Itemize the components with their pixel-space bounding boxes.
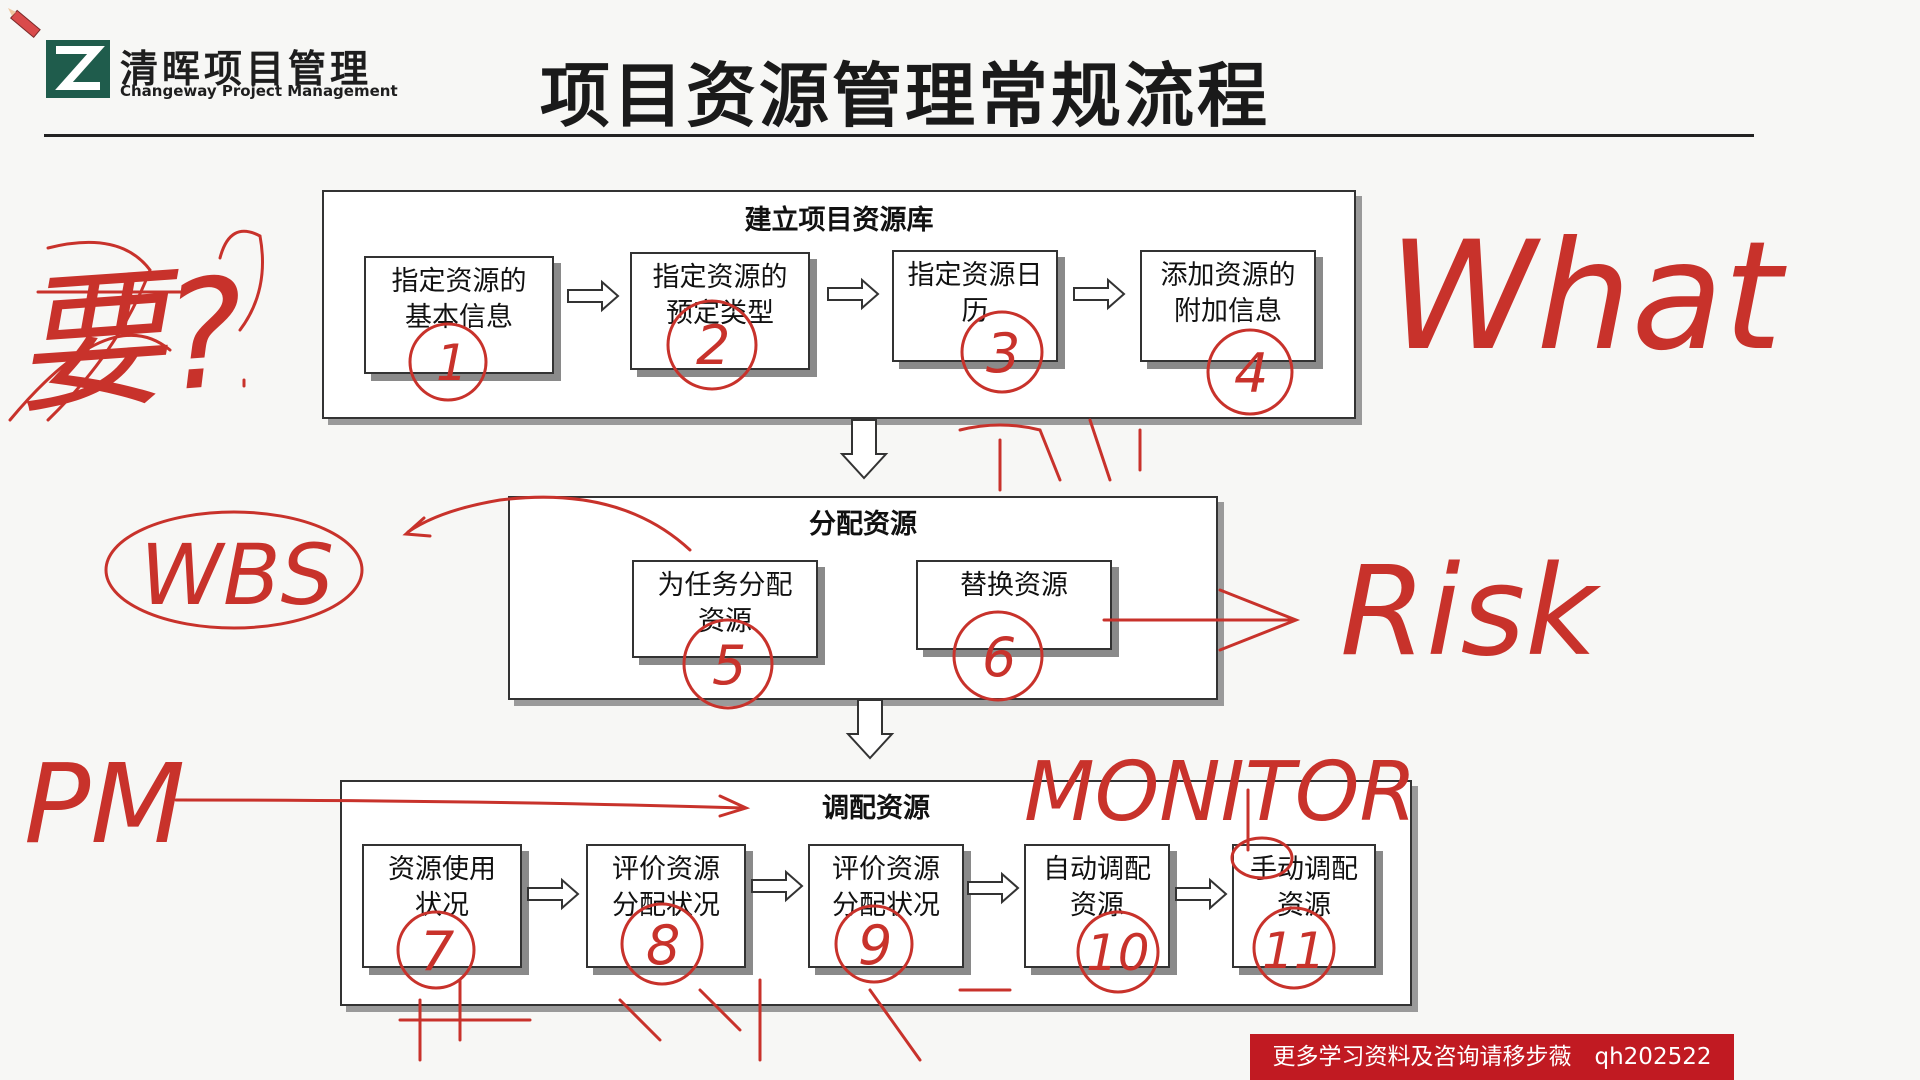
annotation-number: 6	[982, 626, 1016, 689]
step-label: 为任务分配	[657, 570, 793, 601]
group-title: 建立项目资源库	[744, 205, 934, 236]
annotation-what: What	[1388, 210, 1787, 384]
step-1: 指定资源的 基本信息	[364, 256, 554, 374]
step-6: 替换资源	[916, 560, 1112, 650]
step-8: 评价资源 分配状况	[586, 844, 746, 968]
step-10: 自动调配 资源	[1024, 844, 1170, 968]
annotation-arrow	[718, 794, 751, 818]
annotation-arrow	[1218, 588, 1301, 652]
step-label: 评价资源	[832, 854, 940, 885]
annotation-monitor: MONITOR	[1024, 745, 1416, 840]
annotation-scribble	[398, 978, 1012, 1062]
annotation-scribble	[218, 229, 264, 388]
annotation-circle	[1076, 910, 1160, 994]
annotation-number: 8	[646, 914, 680, 977]
annotation-number: 1	[436, 334, 468, 392]
annotation-circle	[1206, 328, 1294, 416]
group-assign-resources: 分配资源 为任务分配 资源 替换资源	[508, 496, 1218, 700]
header-divider	[44, 134, 1754, 137]
annotation-number: 10	[1086, 924, 1150, 982]
group-level-resources: 调配资源 资源使用 状况 评价资源 分配状况 评价资源 分配状况 自动调配 资源…	[340, 780, 1412, 1006]
step-label: 指定资源日	[907, 260, 1043, 291]
pencil-icon[interactable]	[4, 4, 44, 44]
annotation-number: 2	[696, 314, 730, 377]
annotation-circle	[104, 510, 364, 630]
annotation-circle	[960, 310, 1044, 394]
step-label: 资源	[1277, 890, 1331, 921]
logo-name: 清晖项目管理	[120, 47, 373, 91]
annotation-number: 4	[1234, 342, 1268, 405]
annotation-pm: PM	[24, 740, 185, 868]
annotation-wbs: WBS	[140, 526, 334, 624]
step-label: 基本信息	[405, 302, 513, 333]
step-11: 手动调配 资源	[1232, 844, 1376, 968]
step-5: 为任务分配 资源	[632, 560, 818, 658]
annotation-circle	[1230, 836, 1294, 880]
step-3: 指定资源日 历	[892, 250, 1058, 362]
annotation-circle	[396, 910, 476, 990]
step-2: 指定资源的 预定类型	[630, 252, 810, 370]
annotation-arrow	[402, 516, 432, 538]
group-title: 调配资源	[822, 793, 930, 824]
annotation-scribble	[958, 418, 1142, 492]
step-label: 评价资源	[612, 854, 720, 885]
step-label: 附加信息	[1174, 296, 1282, 327]
annotation-arrow	[406, 495, 692, 552]
group-title: 分配资源	[809, 509, 917, 540]
annotation-question: 要?	[8, 246, 249, 436]
annotation-circle	[834, 904, 914, 984]
group-build-resource-pool: 建立项目资源库 指定资源的 基本信息 指定资源的 预定类型 指定资源日 历 添加…	[322, 190, 1356, 419]
annotation-number: 7	[420, 920, 454, 983]
annotation-number: 9	[858, 914, 892, 977]
annotation-circle	[666, 299, 758, 391]
step-label: 资源	[1070, 890, 1124, 921]
step-label: 自动调配	[1043, 854, 1151, 885]
step-label: 状况	[415, 890, 469, 921]
step-label: 资源使用	[388, 854, 496, 885]
annotation-arrow	[174, 798, 746, 810]
step-label: 替换资源	[960, 570, 1068, 601]
logo-subtitle: Changeway Project Management	[120, 82, 398, 100]
annotation-scribble	[8, 240, 188, 422]
step-label: 指定资源的	[391, 266, 527, 297]
logo-icon	[46, 40, 110, 98]
annotation-circle	[682, 618, 774, 710]
step-7: 资源使用 状况	[362, 844, 522, 968]
annotation-circle	[1252, 906, 1336, 990]
annotation-number: 3	[986, 322, 1020, 385]
annotation-circle	[620, 902, 704, 986]
annotation-circle	[408, 322, 488, 402]
annotation-number: 5	[712, 634, 746, 697]
step-label: 添加资源的	[1160, 260, 1296, 291]
annotation-risk: Risk	[1340, 540, 1601, 684]
footer-banner[interactable]: 更多学习资料及咨询请移步薇 qh202522	[1250, 1034, 1734, 1080]
step-label: 手动调配	[1250, 854, 1358, 885]
step-label: 指定资源的	[652, 262, 788, 293]
step-9: 评价资源 分配状况	[808, 844, 964, 968]
page-title: 项目资源管理常规流程	[540, 55, 1270, 137]
step-4: 添加资源的 附加信息	[1140, 250, 1316, 362]
annotation-number: 11	[1262, 922, 1326, 980]
annotation-circle	[952, 610, 1044, 702]
